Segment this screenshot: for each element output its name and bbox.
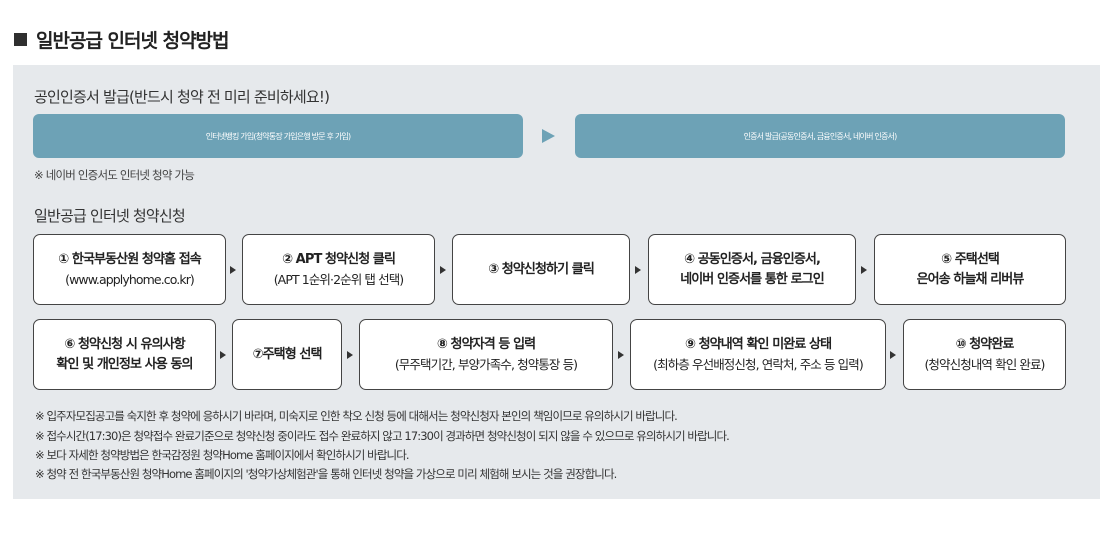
- step-1-detail: (www.applyhome.co.kr): [65, 271, 195, 287]
- cert-section-title: 공인인증서 발급(반드시 청약 전 미리 준비하세요!): [34, 88, 330, 106]
- step-7-title: ⑦주택형 선택: [252, 346, 322, 362]
- step-2-title: ② APT 청약신청 클릭: [281, 251, 396, 267]
- step-2-detail: (APT 1순위·2순위 탭 선택): [273, 271, 404, 287]
- arrow-right-icon: [618, 351, 624, 359]
- step-8-box: ⑧ 청약자격 등 입력 (무주택기간, 부양가족수, 청약통장 등): [359, 319, 613, 390]
- arrow-right-icon: [220, 351, 226, 359]
- step-8-detail: (무주택기간, 부양가족수, 청약통장 등): [394, 356, 578, 372]
- cert-step-internet-banking: 인터넷뱅킹 가입(청약통장 가입은행 방문 후 가입): [33, 114, 523, 158]
- arrow-right-icon: [440, 266, 446, 274]
- square-bullet-icon: [14, 32, 27, 46]
- arrow-right-icon: [890, 351, 896, 359]
- step-3-box: ③ 청약신청하기 클릭: [452, 234, 630, 305]
- footnote-4: ※ 청약 전 한국부동산원 청약Home 홈페이지의 '청약가상체험관'을 통해…: [35, 467, 617, 481]
- arrow-right-icon: [542, 129, 555, 143]
- step-9-title: ⑨ 청약내역 확인 미완료 상태: [684, 336, 832, 352]
- step-9-box: ⑨ 청약내역 확인 미완료 상태 (최하층 우선배정신청, 연락처, 주소 등 …: [630, 319, 886, 390]
- cert-step-issue: 인증서 발급(공동인증서, 금융인증서, 네이버 인증서): [575, 114, 1065, 158]
- step-8-title: ⑧ 청약자격 등 입력: [436, 336, 536, 352]
- step-10-box: ⑩ 청약완료 (청약신청내역 확인 완료): [903, 319, 1066, 390]
- step-6-title: ⑥ 청약신청 시 유의사항: [64, 336, 185, 352]
- step-5-title: ⑤ 주택선택: [941, 251, 1000, 267]
- step-6-detail: 확인 및 개인정보 사용 동의: [56, 356, 193, 372]
- cert-note: ※ 네이버 인증서도 인터넷 청약 가능: [34, 168, 195, 182]
- footnote-2: ※ 접수시간(17:30)은 청약접수 완료기준으로 청약신청 중이라도 접수 …: [35, 429, 730, 443]
- step-4-title: ④ 공동인증서, 금융인증서,: [683, 251, 821, 267]
- step-1-title: ① 한국부동산원 청약홈 접속: [58, 251, 202, 267]
- step-5-detail: 은어송 하늘채 리버뷰: [916, 271, 1025, 287]
- step-6-box: ⑥ 청약신청 시 유의사항 확인 및 개인정보 사용 동의: [33, 319, 216, 390]
- arrow-right-icon: [230, 266, 236, 274]
- step-2-box: ② APT 청약신청 클릭 (APT 1순위·2순위 탭 선택): [242, 234, 435, 305]
- footnote-3: ※ 보다 자세한 청약방법은 한국감정원 청약Home 홈페이지에서 확인하시기…: [35, 448, 410, 462]
- footnote-1: ※ 입주자모집공고를 숙지한 후 청약에 응하시기 바라며, 미숙지로 인한 착…: [35, 409, 678, 423]
- step-4-box: ④ 공동인증서, 금융인증서, 네이버 인증서를 통한 로그인: [648, 234, 856, 305]
- step-7-box: ⑦주택형 선택: [232, 319, 342, 390]
- step-3-title: ③ 청약신청하기 클릭: [488, 261, 595, 277]
- arrow-right-icon: [347, 351, 353, 359]
- step-4-detail: 네이버 인증서를 통한 로그인: [680, 271, 825, 287]
- step-5-box: ⑤ 주택선택 은어송 하늘채 리버뷰: [874, 234, 1066, 305]
- apply-section-title: 일반공급 인터넷 청약신청: [34, 207, 186, 225]
- page-header: 일반공급 인터넷 청약방법: [14, 27, 230, 52]
- step-9-detail: (최하층 우선배정신청, 연락처, 주소 등 입력): [653, 356, 864, 372]
- step-1-box: ① 한국부동산원 청약홈 접속 (www.applyhome.co.kr): [33, 234, 226, 305]
- step-10-title: ⑩ 청약완료: [955, 336, 1015, 352]
- arrow-right-icon: [635, 266, 641, 274]
- page-title: 일반공급 인터넷 청약방법: [36, 29, 230, 52]
- arrow-right-icon: [861, 266, 867, 274]
- step-10-detail: (청약신청내역 확인 완료): [924, 356, 1045, 372]
